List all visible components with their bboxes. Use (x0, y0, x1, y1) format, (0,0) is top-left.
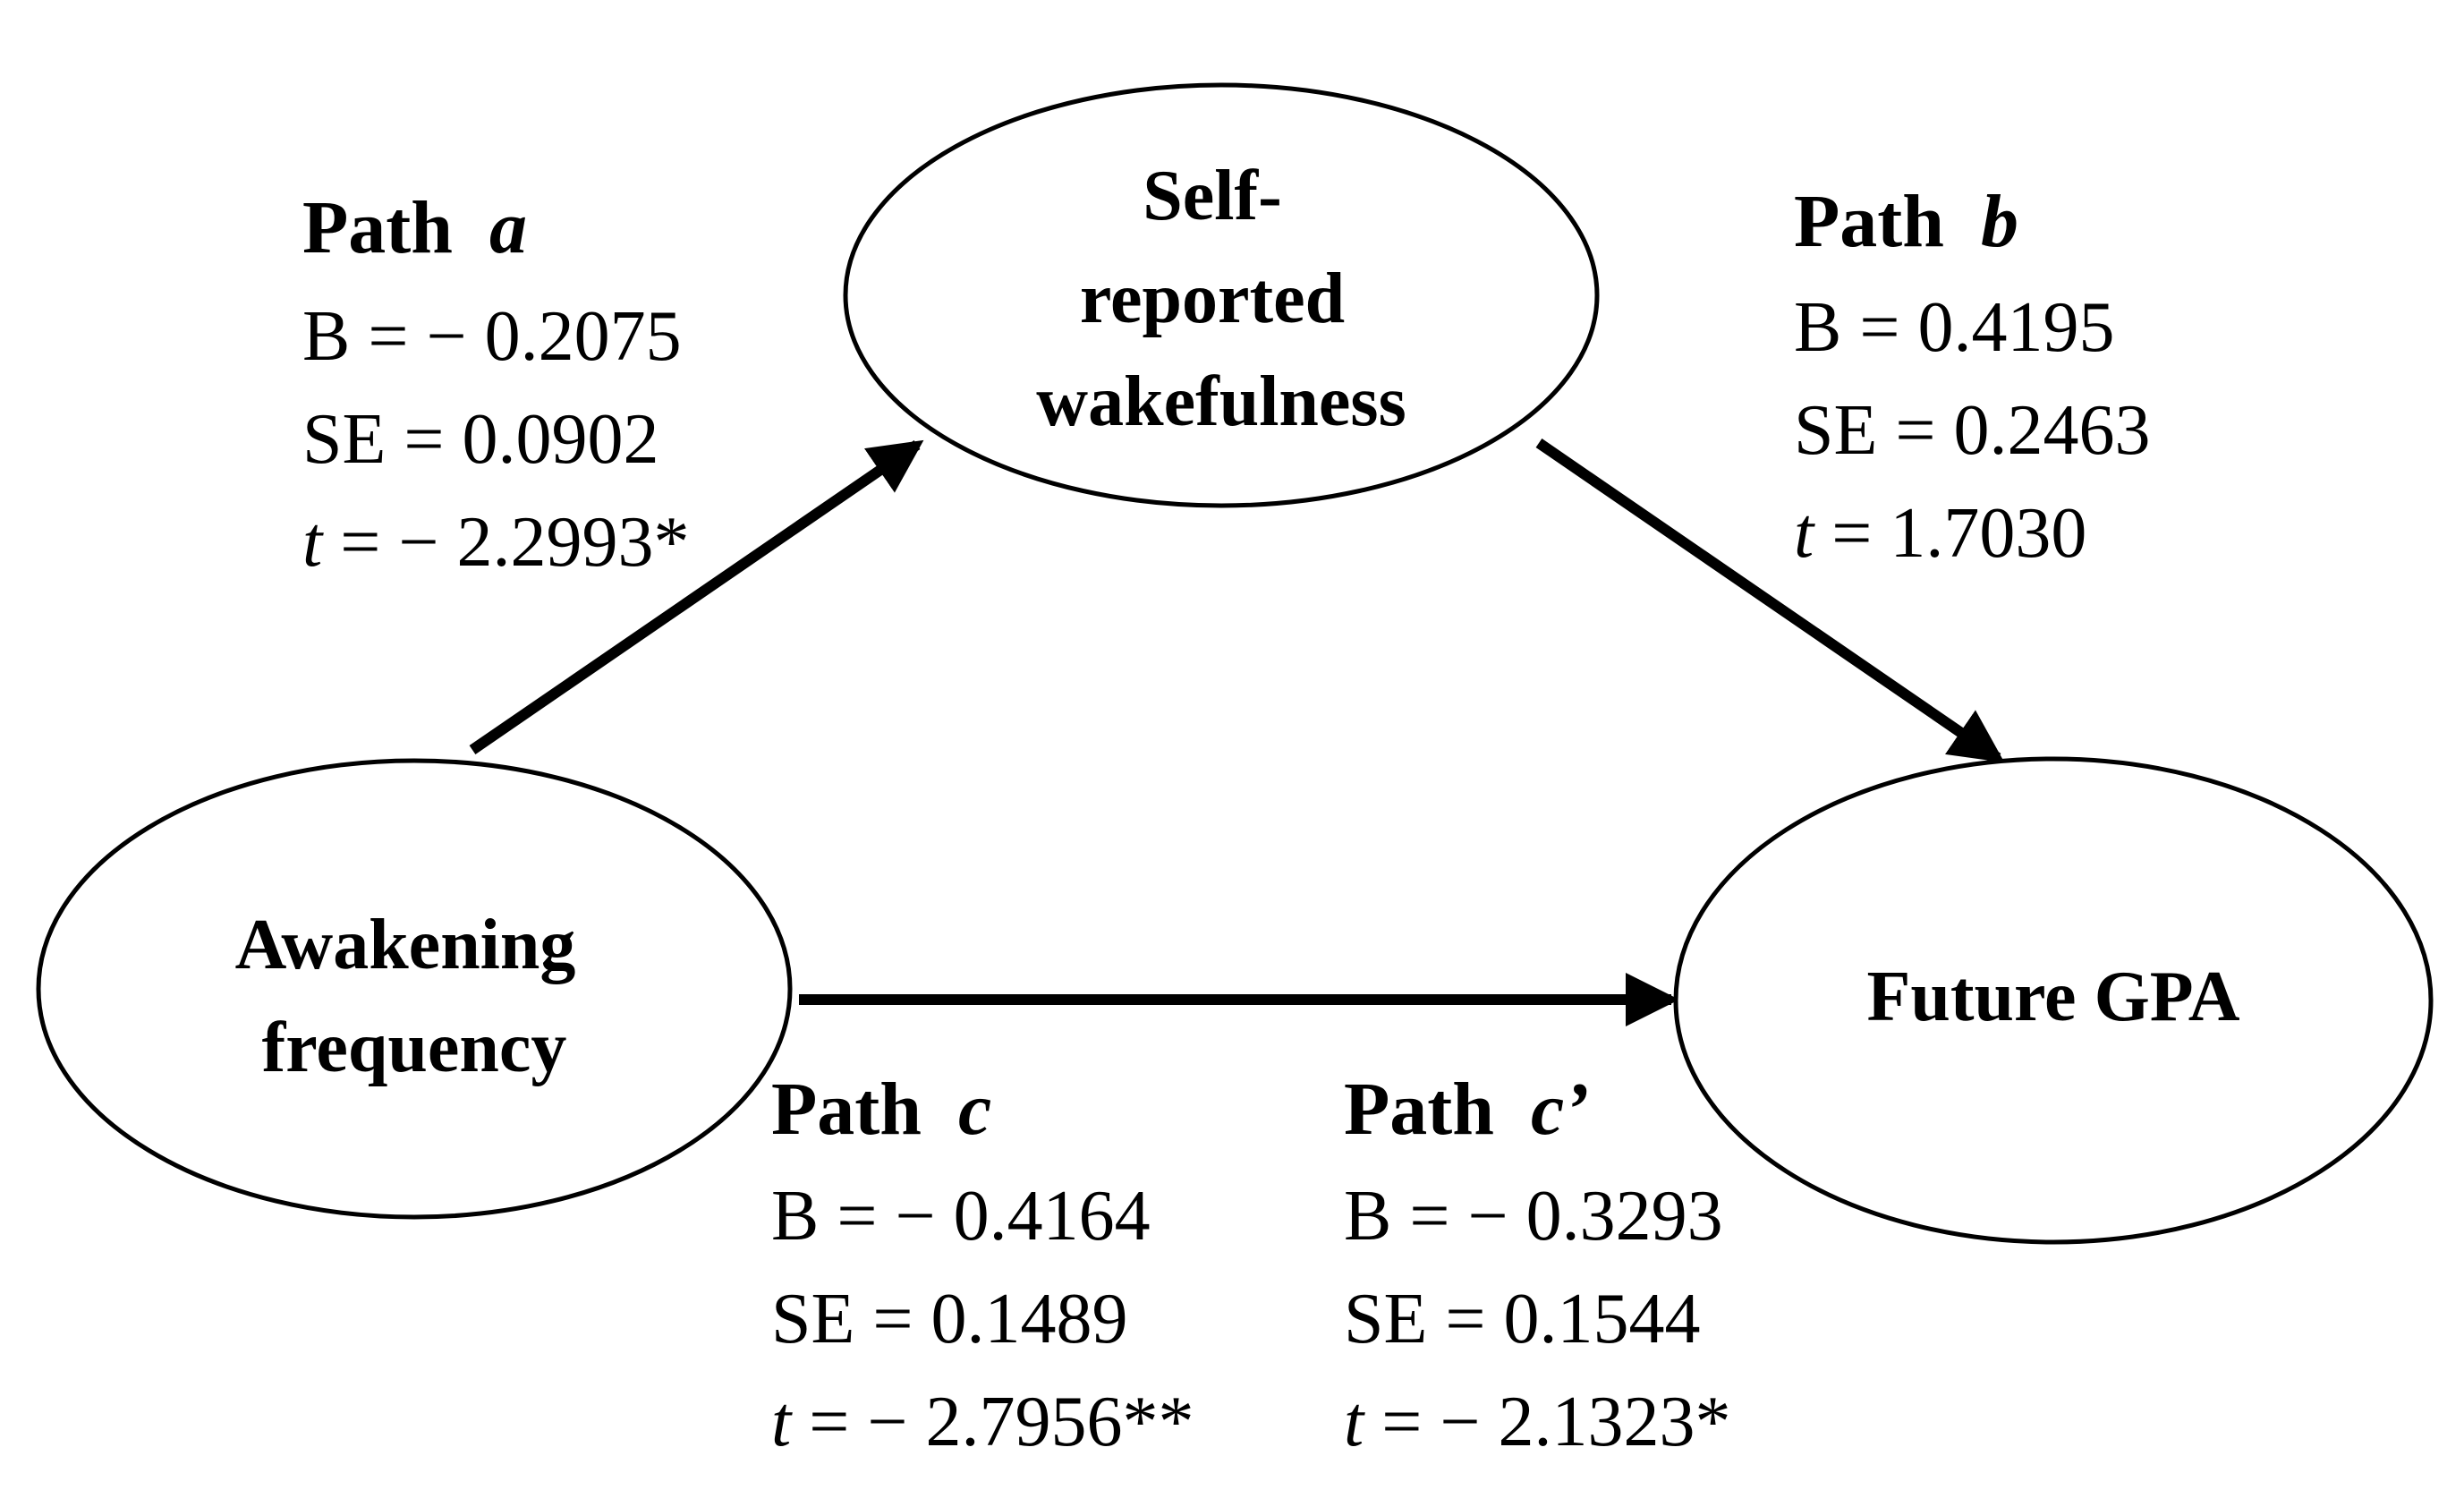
predictor-label: Awakening frequency (235, 906, 594, 1087)
arrow-path-b (1535, 438, 2005, 763)
path-b-title: Path b (1794, 180, 2018, 263)
stats-path-b: Path b B = 0.4195 SE = 0.2463 t = 1.7030 (1794, 180, 2150, 573)
path-c-prime-t: t = − 2.1323* (1344, 1383, 1730, 1461)
path-b-b: B = 0.4195 (1794, 288, 2114, 367)
stats-path-c-prime: Path c’ B = − 0.3293 SE = 0.1544 t = − 2… (1344, 1068, 1730, 1461)
path-c-se: SE = 0.1489 (771, 1280, 1127, 1358)
node-mediator: Self- reported wakefulness (843, 82, 1600, 508)
outcome-label: Future GPA (1867, 958, 2240, 1036)
path-c-t: t = − 2.7956** (771, 1383, 1194, 1461)
path-c-b: B = − 0.4164 (771, 1177, 1151, 1256)
node-outcome: Future GPA (1673, 756, 2434, 1245)
path-c-prime-title: Path c’ (1344, 1068, 1589, 1151)
stats-path-c: Path c B = − 0.4164 SE = 0.1489 t = − 2.… (771, 1068, 1194, 1461)
path-a-title: Path a (302, 186, 527, 269)
path-a-b: B = − 0.2075 (302, 297, 682, 376)
path-c-prime-b: B = − 0.3293 (1344, 1177, 1723, 1256)
path-c-prime-se: SE = 0.1544 (1344, 1280, 1700, 1358)
mediator-label: Self- reported wakefulness (1036, 157, 1406, 441)
arrow-path-a (469, 439, 924, 754)
path-c-title: Path c (771, 1068, 991, 1151)
path-b-t: t = 1.7030 (1794, 494, 2086, 573)
path-b-se: SE = 0.2463 (1794, 391, 2150, 470)
path-a-se: SE = 0.0902 (302, 400, 658, 479)
node-predictor: Awakening frequency (36, 758, 793, 1220)
stats-path-a: Path a B = − 0.2075 SE = 0.0902 t = − 2.… (302, 186, 689, 582)
path-a-t: t = − 2.2993* (302, 503, 689, 582)
